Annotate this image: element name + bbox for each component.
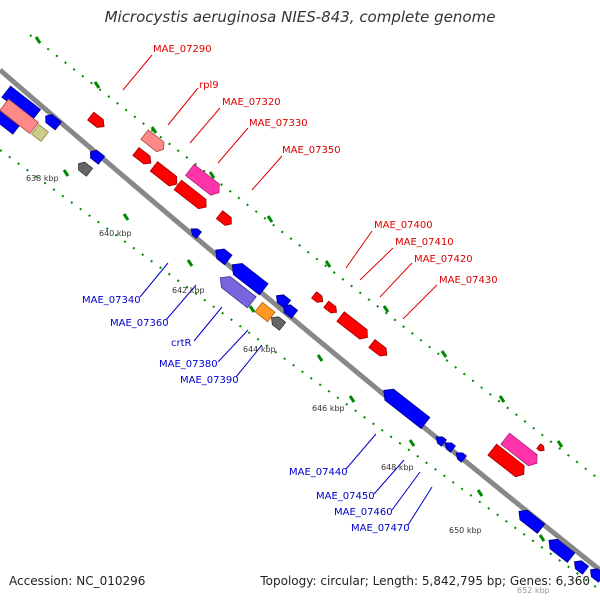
gene-label[interactable]: MAE_07460	[334, 507, 393, 518]
forward-genes	[87, 111, 546, 480]
scale-label: 646 kbp	[312, 404, 345, 413]
reverse-leader-lines	[139, 262, 433, 526]
gene-red-2[interactable]	[173, 179, 210, 212]
gene-MAE_07290[interactable]	[87, 111, 108, 130]
gene-label[interactable]: MAE_07340	[82, 295, 141, 306]
gene-label[interactable]: MAE_07290	[153, 44, 212, 55]
scale-label: 650 kbp	[449, 526, 482, 535]
inner-tick-track	[0, 149, 600, 591]
reverse-genes	[0, 85, 600, 583]
gene-crtR[interactable]	[254, 301, 276, 323]
forward-gene-labels: MAE_07290 rpl9 MAE_07320 MAE_07330 MAE_0…	[153, 44, 498, 286]
gene-MAE_07320[interactable]	[149, 161, 180, 189]
gene-red-3[interactable]	[487, 443, 528, 480]
gene-MAE_07410[interactable]	[323, 300, 339, 315]
gene-blue-small-1[interactable]	[87, 148, 106, 165]
gene-blue-br-4[interactable]	[587, 566, 600, 583]
scale-label: 640 kbp	[99, 229, 132, 238]
gene-purple[interactable]	[216, 272, 257, 309]
gene-MAE_07360[interactable]	[228, 259, 269, 296]
gene-MAE_07400[interactable]	[311, 291, 326, 305]
gene-label[interactable]: MAE_07430	[439, 275, 498, 286]
gene-blue-br-1[interactable]	[515, 507, 546, 534]
gene-MAE_07450[interactable]	[434, 434, 447, 447]
genome-backbone	[0, 68, 600, 572]
gene-label[interactable]: MAE_07450	[316, 491, 375, 502]
gene-red-1[interactable]	[132, 146, 154, 168]
gene-pink-3[interactable]	[500, 432, 541, 469]
gene-MAE_07430[interactable]	[368, 338, 390, 360]
scale-label: 638 kbp	[26, 174, 59, 183]
outer-major-ticks	[34, 36, 564, 448]
scale-label: 648 kbp	[381, 463, 414, 472]
gene-blue-br-2[interactable]	[545, 536, 576, 563]
gene-olive-left[interactable]	[31, 124, 49, 142]
outer-tick-track	[29, 34, 600, 481]
gene-label[interactable]: crtR	[171, 338, 192, 349]
gene-label[interactable]: MAE_07390	[180, 375, 239, 386]
gene-label[interactable]: MAE_07380	[159, 359, 218, 370]
forward-leader-lines	[122, 54, 438, 320]
accession-text: Accession: NC_010296	[9, 574, 146, 588]
gene-MAE_07420[interactable]	[336, 311, 371, 342]
gene-label[interactable]: MAE_07440	[289, 467, 348, 478]
gene-label[interactable]: MAE_07410	[395, 237, 454, 248]
gene-blue-small-2[interactable]	[189, 226, 202, 239]
gene-pink-left[interactable]	[0, 98, 40, 135]
gene-blue-left-3[interactable]	[0, 110, 20, 135]
gene-red-4[interactable]	[536, 443, 546, 453]
gene-blue-br-3[interactable]	[571, 558, 590, 575]
gene-MAE_07340[interactable]	[212, 245, 233, 266]
gene-label[interactable]: MAE_07400	[374, 220, 433, 231]
gene-MAE_07460[interactable]	[443, 440, 456, 453]
genome-info-text: Topology: circular; Length: 5,842,795 bp…	[260, 574, 590, 588]
gene-label[interactable]: MAE_07350	[282, 145, 341, 156]
map-title: Microcystis aeruginosa NIES-843, complet…	[104, 8, 496, 26]
reverse-gene-labels: MAE_07340 MAE_07360 crtR MAE_07380 MAE_0…	[82, 295, 410, 534]
gene-label[interactable]: rpl9	[199, 80, 219, 91]
scale-labels: 638 kbp 640 kbp 642 kbp 644 kbp 646 kbp …	[26, 174, 550, 595]
gene-label[interactable]: MAE_07360	[110, 318, 169, 329]
gene-label[interactable]: MAE_07420	[414, 254, 473, 265]
gene-label[interactable]: MAE_07320	[222, 97, 281, 108]
gene-blue-left-2[interactable]	[43, 112, 62, 131]
gene-MAE_07390[interactable]	[268, 314, 287, 331]
scale-label: 644 kbp	[243, 345, 276, 354]
gene-MAE_07330[interactable]	[184, 163, 224, 198]
gene-label[interactable]: MAE_07330	[249, 118, 308, 129]
gene-MAE_07380[interactable]	[280, 302, 299, 319]
gene-MAE_07440[interactable]	[379, 385, 431, 430]
gene-MAE_07470[interactable]	[454, 450, 467, 463]
gene-gray-1[interactable]	[75, 160, 94, 177]
scale-label: 642 kbp	[172, 286, 205, 295]
gene-blue-small-3[interactable]	[273, 292, 292, 309]
gene-label[interactable]: MAE_07470	[351, 523, 410, 534]
inner-major-ticks	[62, 169, 546, 542]
scale-label: 652 kbp	[517, 586, 550, 595]
gene-MAE_07350[interactable]	[215, 210, 234, 228]
gene-rpl9[interactable]	[140, 129, 167, 154]
